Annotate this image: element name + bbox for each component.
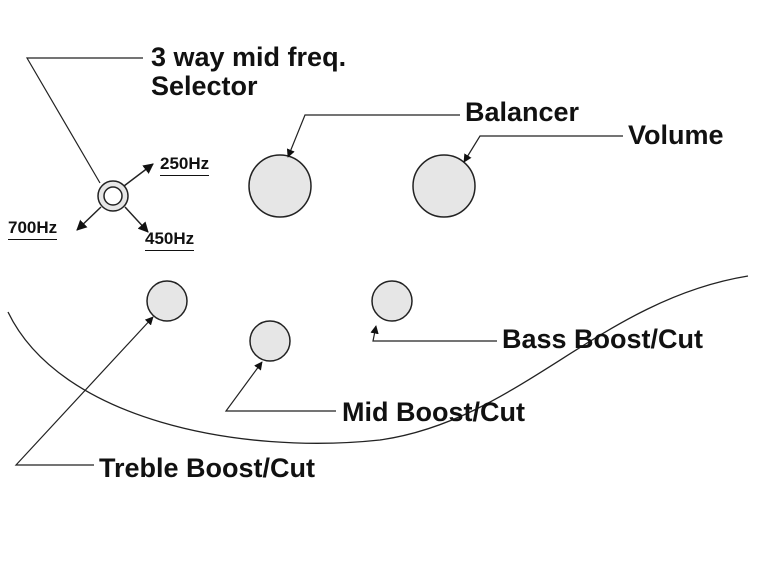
volume-knob bbox=[412, 154, 476, 218]
bass-leader bbox=[370, 325, 497, 342]
selector-title-line1: 3 way mid freq. bbox=[151, 42, 347, 72]
selector-switch-inner bbox=[103, 186, 123, 206]
selector-title-line2: Selector bbox=[151, 71, 258, 101]
balancer-knob bbox=[248, 154, 312, 218]
freq-label-700hz: 700Hz bbox=[8, 219, 58, 240]
arrow-250hz bbox=[123, 163, 154, 187]
volume-label: Volume bbox=[628, 120, 724, 150]
freq-label-450hz: 450Hz bbox=[145, 230, 195, 251]
selector-leader-line bbox=[25, 57, 143, 184]
mid-leader bbox=[224, 361, 336, 412]
balancer-leader bbox=[286, 114, 460, 158]
balancer-label: Balancer bbox=[465, 97, 580, 127]
freq-label-250hz: 250Hz bbox=[160, 155, 210, 176]
treble-knob bbox=[146, 280, 188, 322]
body-outline-curve bbox=[7, 275, 749, 444]
mid-knob bbox=[249, 320, 291, 362]
volume-leader bbox=[463, 135, 623, 163]
mid-label: Mid Boost/Cut bbox=[342, 397, 525, 427]
bass-label: Bass Boost/Cut bbox=[502, 324, 704, 354]
arrow-700hz bbox=[76, 206, 102, 231]
arrow-450hz bbox=[124, 206, 149, 233]
treble-leader bbox=[14, 316, 154, 466]
bass-knob bbox=[371, 280, 413, 322]
treble-label: Treble Boost/Cut bbox=[99, 453, 316, 483]
